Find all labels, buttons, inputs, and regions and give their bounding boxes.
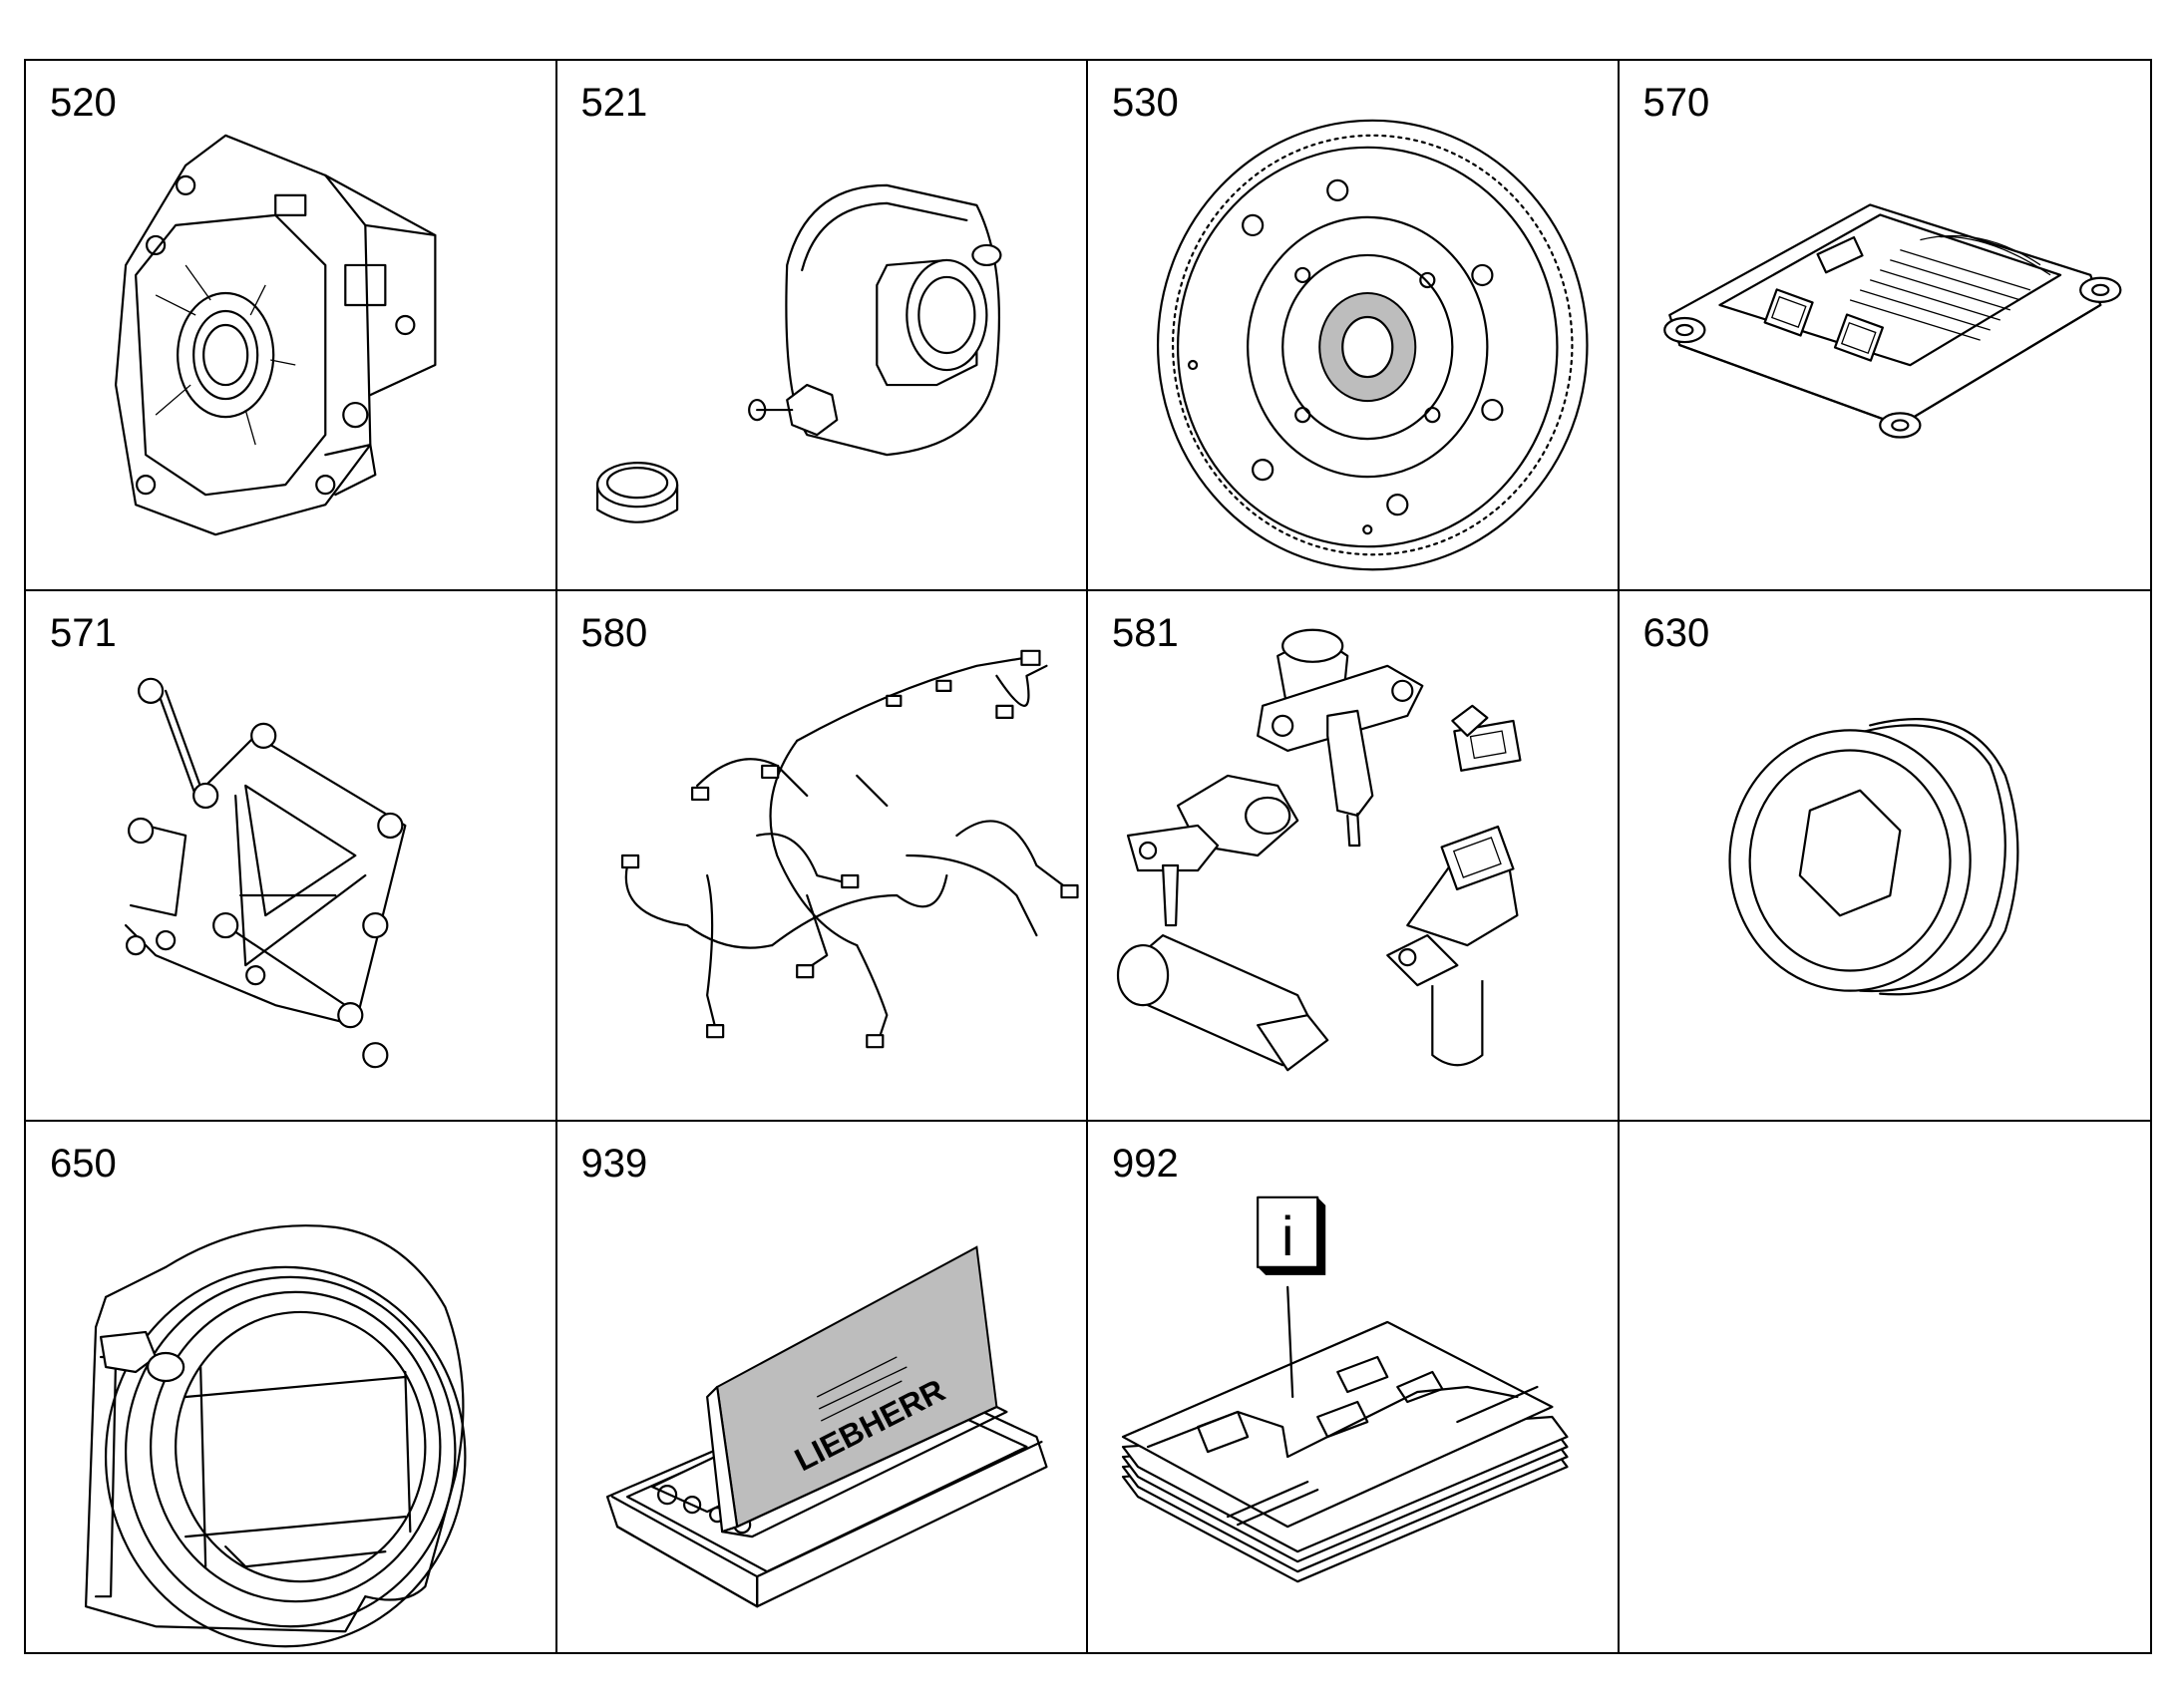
part-cell-570[interactable]: 570 — [1619, 61, 2151, 591]
parts-grid: 520 521 — [24, 59, 2152, 1654]
part-cell-581[interactable]: 581 — [1088, 591, 1620, 1122]
part-number: 580 — [580, 611, 648, 655]
part-cell-939[interactable]: 939 LIEBHERR — [557, 1122, 1088, 1652]
part-number: 520 — [50, 81, 117, 125]
part-cell-571[interactable]: 571 — [26, 591, 557, 1122]
part-number: 521 — [580, 81, 648, 125]
sensors-icon — [1088, 591, 1618, 1120]
screw-plug-icon — [1620, 591, 2151, 1120]
adapter-ring-icon — [26, 1122, 555, 1652]
documentation-icon: i — [1088, 1122, 1618, 1652]
part-number: 571 — [50, 611, 117, 655]
control-unit-icon — [1620, 61, 2151, 589]
seal-kit-icon: LIEBHERR — [557, 1122, 1087, 1652]
part-number: 939 — [580, 1142, 648, 1186]
part-cell-650[interactable]: 650 — [26, 1122, 557, 1652]
housing-cover-icon — [557, 61, 1087, 589]
mounting-bracket-icon — [26, 591, 555, 1120]
part-number: 992 — [1112, 1142, 1179, 1186]
part-cell-992[interactable]: 992 i — [1088, 1122, 1620, 1652]
empty-cell — [1620, 1122, 2151, 1652]
info-letter: i — [1281, 1204, 1293, 1267]
part-cell-580[interactable]: 580 — [556, 591, 1088, 1122]
part-number: 530 — [1112, 81, 1179, 125]
part-cell-630[interactable]: 630 — [1619, 591, 2151, 1122]
part-cell-520[interactable]: 520 — [26, 61, 557, 591]
part-cell-521[interactable]: 521 — [556, 61, 1088, 591]
part-number: 630 — [1642, 611, 1710, 655]
wiring-harness-icon — [557, 591, 1087, 1120]
part-number: 581 — [1112, 611, 1179, 655]
part-number: 570 — [1642, 81, 1710, 125]
flywheel-housing-icon — [26, 61, 555, 589]
part-cell-530[interactable]: 530 — [1088, 61, 1620, 591]
flywheel-icon — [1088, 61, 1618, 589]
part-number: 650 — [50, 1142, 117, 1186]
